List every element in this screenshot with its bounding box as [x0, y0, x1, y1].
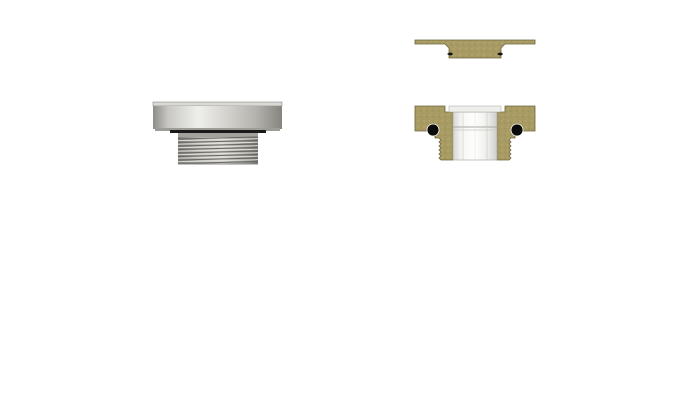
- plug-neck: [178, 133, 258, 137]
- cap-body: [153, 106, 282, 129]
- lid-right-oring: [497, 52, 503, 56]
- plug-exterior-view: [152, 101, 283, 165]
- oring-gap: [170, 130, 266, 133]
- body-left-oring: [426, 123, 440, 137]
- cap-top-rim: [152, 101, 283, 107]
- lid-section: [414, 39, 536, 59]
- thread-section: [177, 136, 259, 165]
- plug-cross-section-view: [414, 39, 536, 161]
- cap-bottom-edge: [155, 128, 280, 131]
- body-right-oring: [510, 123, 524, 137]
- lid-left-oring: [447, 52, 453, 56]
- plug-body-section: [414, 105, 536, 161]
